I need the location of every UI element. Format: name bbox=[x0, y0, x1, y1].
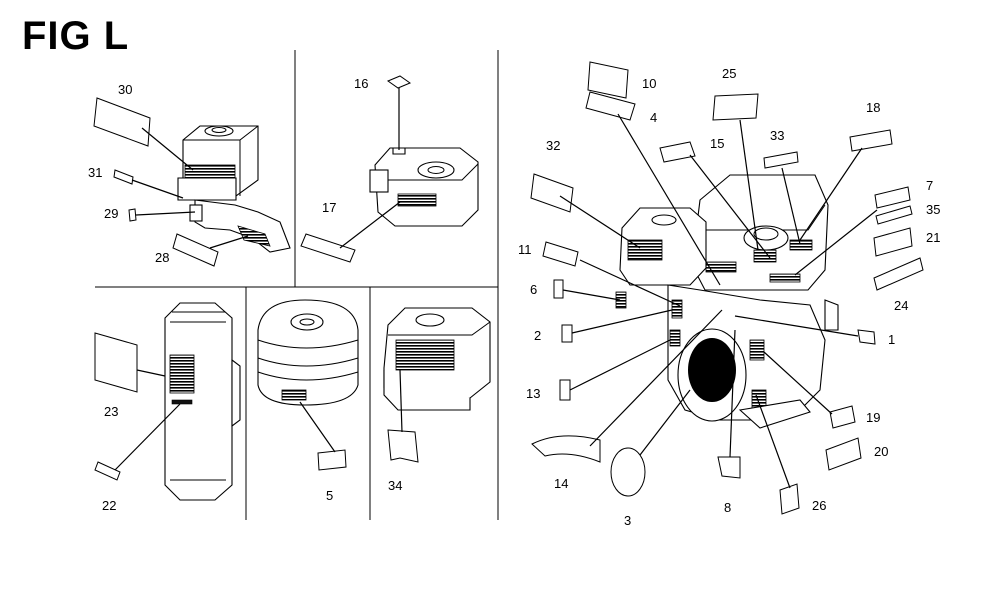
decal-6 bbox=[553, 279, 621, 301]
decal-1 bbox=[734, 315, 876, 345]
air-cleaner-square-assembly bbox=[383, 307, 491, 411]
label-16: 16 bbox=[354, 76, 368, 91]
decal-7 bbox=[794, 186, 911, 276]
decal-29 bbox=[128, 208, 196, 222]
label-22: 22 bbox=[102, 498, 116, 513]
decal-15 bbox=[659, 141, 771, 259]
label-35: 35 bbox=[926, 202, 940, 217]
label-6: 6 bbox=[530, 282, 537, 297]
figure-title: FIG L bbox=[22, 14, 130, 58]
decal-18 bbox=[799, 129, 893, 241]
decal-33 bbox=[763, 151, 801, 245]
label-31: 31 bbox=[88, 165, 102, 180]
decal-32 bbox=[530, 173, 641, 249]
label-2: 2 bbox=[534, 328, 541, 343]
label-13: 13 bbox=[526, 386, 540, 401]
decal-26 bbox=[755, 394, 800, 515]
decal-19 bbox=[763, 351, 856, 429]
decal-10 bbox=[587, 61, 629, 99]
label-1: 1 bbox=[888, 332, 895, 347]
air-cleaner-tall-assembly bbox=[164, 302, 241, 501]
decal-11 bbox=[542, 241, 681, 307]
decal-4 bbox=[585, 91, 721, 286]
label-28: 28 bbox=[155, 250, 169, 265]
label-24: 24 bbox=[894, 298, 908, 313]
label-25: 25 bbox=[722, 66, 736, 81]
air-cleaner-compact-assembly bbox=[369, 147, 479, 227]
label-3: 3 bbox=[624, 513, 631, 528]
label-10: 10 bbox=[642, 76, 656, 91]
air-cleaner-elbow-assembly bbox=[177, 125, 291, 253]
decal-21 bbox=[873, 227, 913, 257]
decal-14 bbox=[531, 309, 723, 463]
air-cleaner-oval-assembly bbox=[257, 299, 359, 406]
decal-24 bbox=[873, 257, 924, 291]
label-11: 11 bbox=[518, 242, 532, 257]
engine-assembly bbox=[615, 174, 839, 429]
part-number-labels: 30 31 29 28 16 17 23 22 5 34 10 4 25 15 … bbox=[88, 66, 940, 528]
label-8: 8 bbox=[724, 500, 731, 515]
decal-22 bbox=[94, 403, 181, 481]
decal-31 bbox=[113, 169, 184, 199]
label-18: 18 bbox=[866, 100, 880, 115]
decal-23 bbox=[94, 332, 166, 393]
decal-34 bbox=[387, 369, 419, 463]
decal-13 bbox=[559, 339, 671, 401]
decal-2 bbox=[561, 309, 673, 343]
decal-30 bbox=[93, 97, 194, 171]
label-23: 23 bbox=[104, 404, 118, 419]
decal-17 bbox=[300, 201, 401, 263]
label-33: 33 bbox=[770, 128, 784, 143]
decal-8 bbox=[717, 329, 741, 479]
label-14: 14 bbox=[554, 476, 568, 491]
label-19: 19 bbox=[866, 410, 880, 425]
label-29: 29 bbox=[104, 206, 118, 221]
label-17: 17 bbox=[322, 200, 336, 215]
label-21: 21 bbox=[926, 230, 940, 245]
label-5: 5 bbox=[326, 488, 333, 503]
label-20: 20 bbox=[874, 444, 888, 459]
decal-3 bbox=[610, 389, 691, 497]
label-26: 26 bbox=[812, 498, 826, 513]
decal-5 bbox=[299, 401, 347, 471]
decal-20 bbox=[825, 437, 862, 471]
decal-25 bbox=[712, 93, 759, 251]
label-4: 4 bbox=[650, 110, 657, 125]
label-15: 15 bbox=[710, 136, 724, 151]
label-34: 34 bbox=[388, 478, 402, 493]
label-32: 32 bbox=[546, 138, 560, 153]
decal-35 bbox=[875, 205, 913, 225]
panel-dividers bbox=[95, 50, 499, 520]
label-30: 30 bbox=[118, 82, 132, 97]
decal-28 bbox=[172, 233, 249, 267]
label-7: 7 bbox=[926, 178, 933, 193]
decal-16 bbox=[386, 75, 412, 150]
